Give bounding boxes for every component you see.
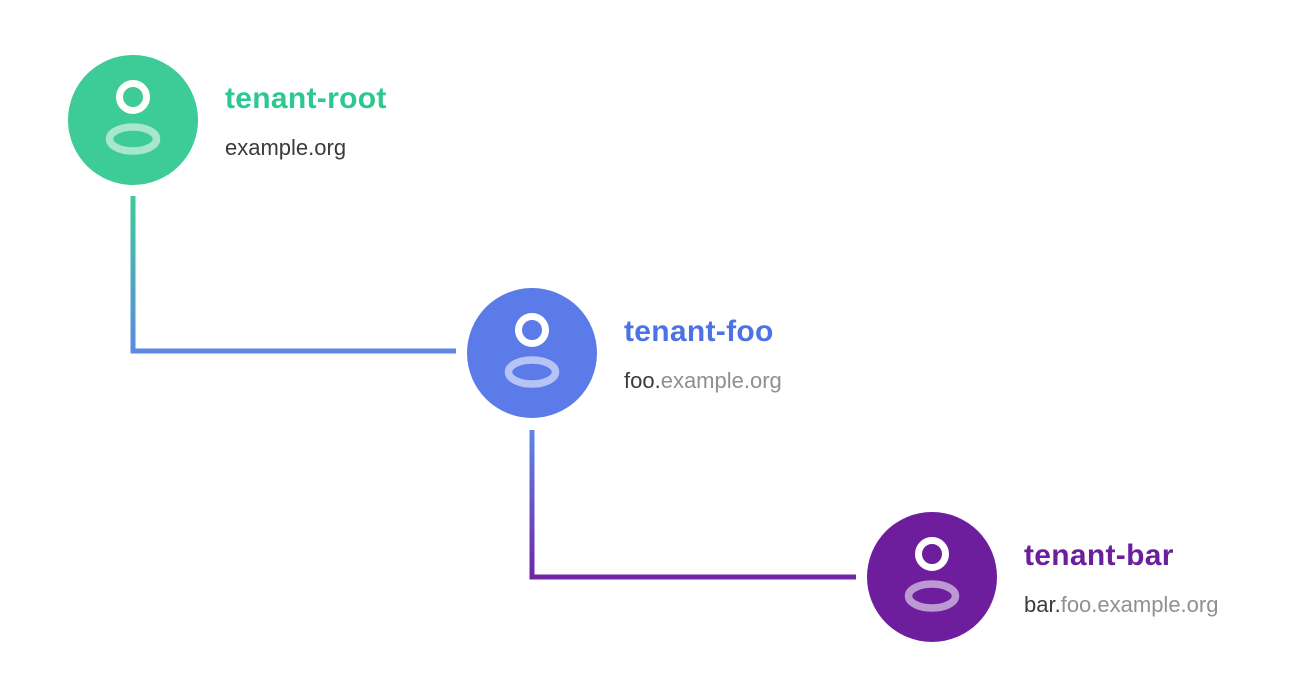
domain-own-part: bar. (1024, 592, 1061, 617)
tenant-foo-avatar (467, 288, 597, 418)
tenant-foo-domain: foo.example.org (624, 368, 782, 394)
tenant-root-labels: tenant-root example.org (225, 82, 387, 161)
person-icon (904, 537, 960, 612)
tenant-root-avatar (68, 55, 198, 185)
connector-foo-to-bar (529, 430, 856, 580)
tenant-node-foo: tenant-foo foo.example.org (467, 288, 1067, 448)
tenant-node-root: tenant-root example.org (68, 55, 668, 215)
person-icon (504, 313, 560, 388)
person-icon (105, 80, 161, 155)
tenant-node-bar: tenant-bar bar.foo.example.org (867, 512, 1300, 672)
tenant-root-title: tenant-root (225, 82, 387, 115)
domain-own-part: foo. (624, 368, 661, 393)
tenant-bar-title: tenant-bar (1024, 539, 1174, 572)
tenant-root-domain: example.org (225, 135, 387, 161)
tenant-bar-avatar (867, 512, 997, 642)
domain-inherited-part: foo.example.org (1060, 592, 1219, 617)
domain-own-part: example.org (225, 135, 347, 160)
tenant-foo-title: tenant-foo (624, 315, 774, 348)
connector-root-to-foo (130, 196, 456, 354)
domain-inherited-part: example.org (660, 368, 782, 393)
tenant-foo-labels: tenant-foo foo.example.org (624, 315, 782, 394)
tenant-bar-labels: tenant-bar bar.foo.example.org (1024, 539, 1218, 618)
tenant-bar-domain: bar.foo.example.org (1024, 592, 1218, 618)
